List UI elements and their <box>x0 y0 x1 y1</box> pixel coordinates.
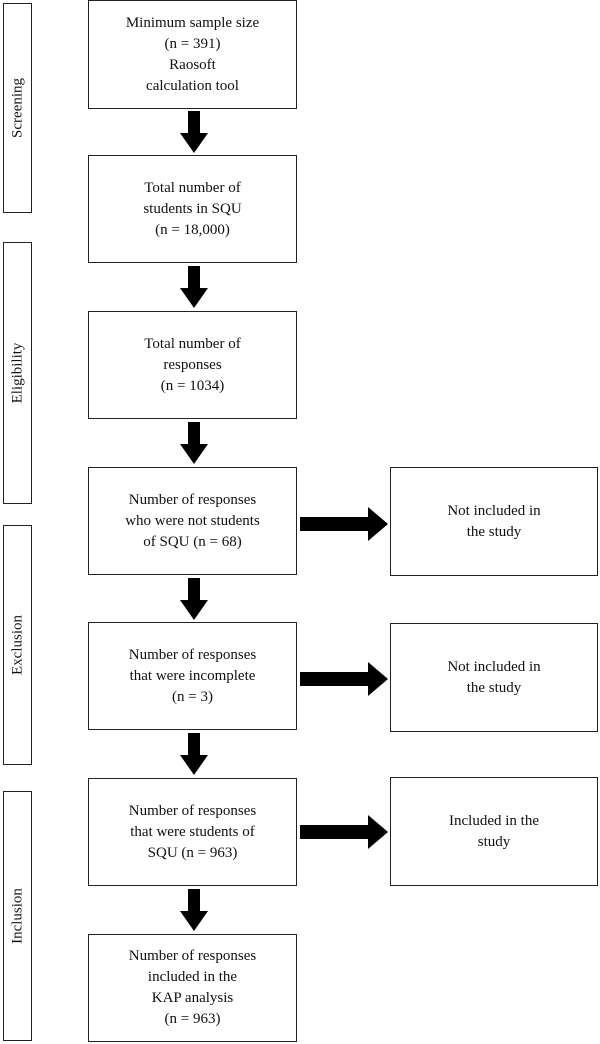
box-line: SQU (n = 963) <box>147 844 238 861</box>
stage-exclusion: Exclusion <box>3 525 32 765</box>
box-kap-analysis: Number of responses included in the KAP … <box>88 934 297 1042</box>
arrow-down-icon <box>180 578 208 620</box>
box-were-students: Number of responses that were students o… <box>88 778 297 886</box>
box-line: students in SQU <box>143 200 242 217</box>
box-line: who were not students <box>125 512 260 529</box>
arrow-down-icon <box>180 422 208 464</box>
box-line: the study <box>466 679 522 696</box>
stage-inclusion: Inclusion <box>3 791 32 1041</box>
box-line: that were incomplete <box>129 667 256 684</box>
box-line: study <box>477 833 511 850</box>
box-line: Not included in <box>447 658 541 675</box>
stage-screening: Screening <box>3 3 32 213</box>
box-line: responses <box>163 356 222 373</box>
box-line: included in the <box>147 969 238 985</box>
arrow-down-icon <box>180 111 208 153</box>
arrow-right-icon <box>300 507 388 541</box>
box-line: Number of responses <box>128 491 257 508</box>
stage-eligibility-label: Eligibility <box>9 342 25 404</box>
box-minimum-sample-size: Minimum sample size (n = 391) Raosoft ca… <box>88 0 297 109</box>
box-line: the study <box>466 523 522 540</box>
box-line: Raosoft <box>169 56 216 73</box>
arrow-down-icon <box>180 889 208 931</box>
stage-eligibility: Eligibility <box>3 242 32 504</box>
box-line: Number of responses <box>128 948 257 964</box>
box-total-responses: Total number of responses (n = 1034) <box>88 311 297 419</box>
stage-screening-label: Screening <box>9 78 25 138</box>
box-line: Total number of <box>144 335 241 352</box>
box-line: Not included in <box>447 502 541 519</box>
arrow-down-icon <box>180 266 208 308</box>
box-line: Included in the <box>449 812 539 829</box>
box-line: (n = 18,000) <box>155 221 230 238</box>
box-line: Minimum sample size <box>125 14 260 31</box>
box-line: Number of responses <box>128 802 257 819</box>
arrow-down-icon <box>180 733 208 775</box>
box-not-included-1: Not included in the study <box>390 467 598 576</box>
stage-exclusion-label: Exclusion <box>9 615 25 675</box>
box-line: calculation tool <box>146 77 239 94</box>
box-included: Included in the study <box>390 777 598 886</box>
arrow-right-icon <box>300 815 388 849</box>
box-not-included-2: Not included in the study <box>390 623 598 732</box>
box-line: (n = 3) <box>172 688 213 705</box>
box-line: (n = 391) <box>164 35 221 52</box>
box-line: Number of responses <box>128 646 257 663</box>
box-total-students: Total number of students in SQU (n = 18,… <box>88 155 297 263</box>
stage-inclusion-label: Inclusion <box>9 888 25 944</box>
box-line: Total number of <box>144 179 241 196</box>
arrow-right-icon <box>300 662 388 696</box>
box-line: (n = 963) <box>164 1011 221 1027</box>
box-line: that were students of <box>130 823 255 840</box>
box-incomplete: Number of responses that were incomplete… <box>88 622 297 730</box>
box-line: of SQU (n = 68) <box>143 533 242 550</box>
box-not-students: Number of responses who were not student… <box>88 467 297 575</box>
box-line: KAP analysis <box>151 990 234 1006</box>
box-line: (n = 1034) <box>160 377 225 394</box>
